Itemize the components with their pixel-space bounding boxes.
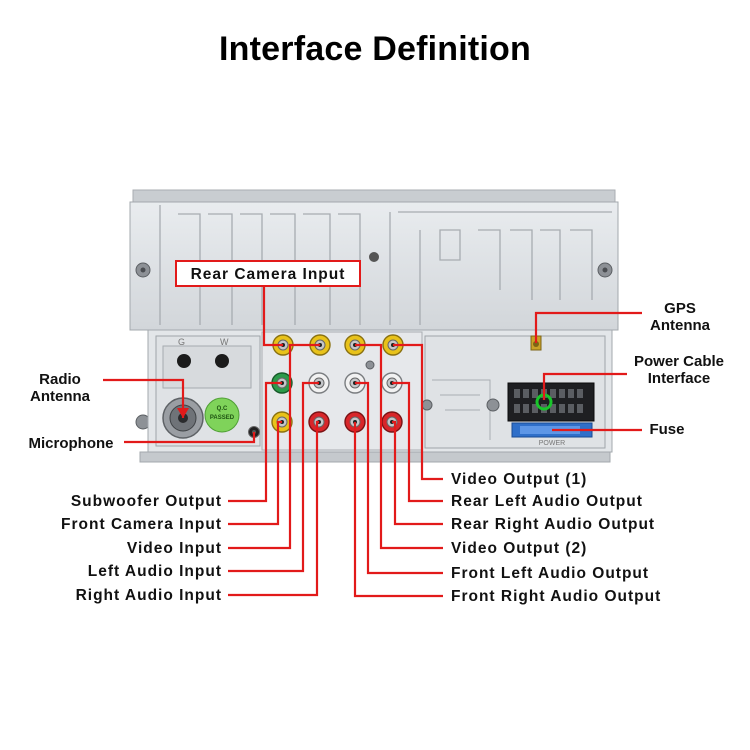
qc-passed-sticker: Q.C PASSED (204, 397, 240, 433)
label-fuse: Fuse (649, 421, 684, 438)
svg-text:POWER: POWER (539, 440, 565, 447)
label-left-audio-input: Left Audio Input (88, 563, 222, 580)
label-right-audio-input: Right Audio Input (76, 587, 222, 604)
label-gps-antenna-2: Antenna (650, 317, 711, 334)
w-marking: W (220, 337, 229, 347)
label-front-camera-input: Front Camera Input (61, 516, 222, 533)
leader-wires (103, 285, 642, 598)
power-cable-connector (507, 382, 595, 422)
label-power-cable-interface-1: Power Cable (634, 353, 724, 370)
label-subwoofer-output: Subwoofer Output (71, 493, 222, 510)
label-video-output-2: Video Output (2) (451, 540, 587, 557)
label-rear-camera-input: Rear Camera Input (191, 266, 346, 283)
vent-hole (177, 354, 191, 368)
label-radio-antenna-1: Radio (39, 371, 81, 388)
svg-text:Q.C: Q.C (217, 406, 228, 412)
label-radio-antenna-2: Antenna (30, 388, 91, 405)
label-video-output-1: Video Output (1) (451, 471, 587, 488)
label-rear-right-audio-output: Rear Right Audio Output (451, 516, 655, 533)
page-title: Interface Definition (219, 30, 531, 68)
vent-hole (215, 354, 229, 368)
label-gps-antenna-1: GPS (664, 300, 696, 317)
label-power-cable-interface-2: Interface (648, 370, 711, 387)
svg-text:PASSED: PASSED (210, 415, 235, 421)
label-microphone: Microphone (29, 435, 114, 452)
g-marking: G (178, 337, 185, 347)
label-front-right-audio-output: Front Right Audio Output (451, 588, 661, 605)
label-front-left-audio-output: Front Left Audio Output (451, 565, 649, 582)
head-unit-rear-panel: G W Q.C PASSED (129, 189, 619, 463)
label-rear-left-audio-output: Rear Left Audio Output (451, 493, 643, 510)
label-video-input: Video Input (127, 540, 222, 557)
rear-camera-input-callout: Rear Camera Input (175, 260, 361, 287)
